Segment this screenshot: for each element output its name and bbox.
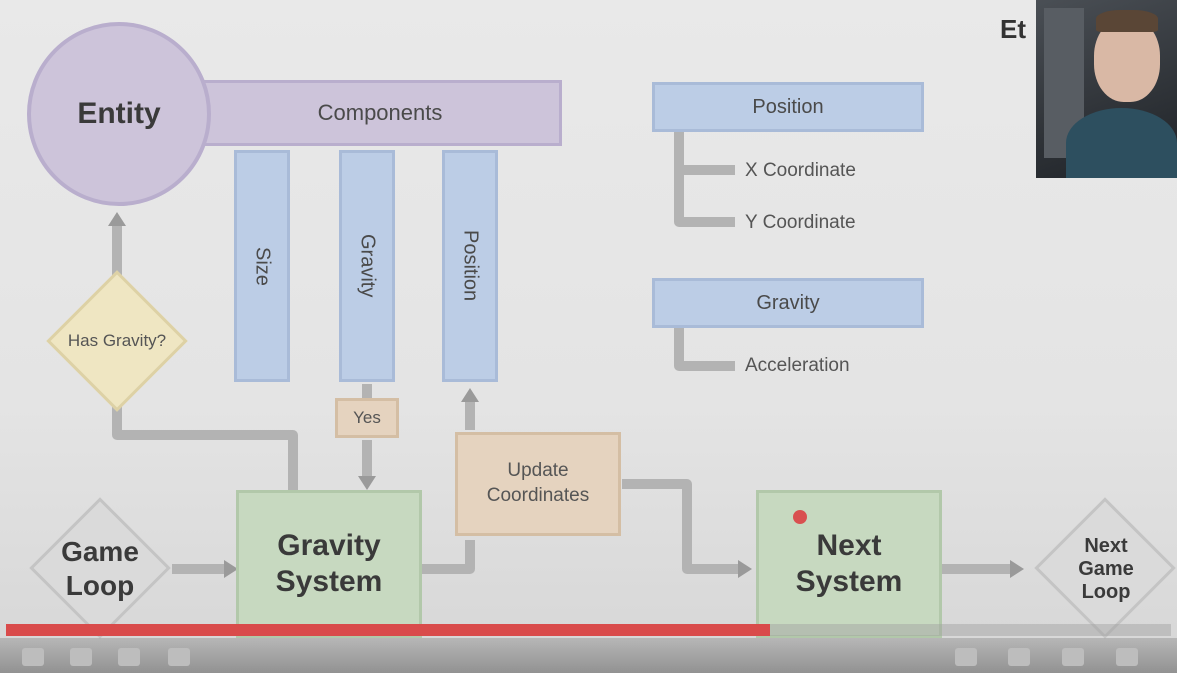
next-game-loop-label: Next Game Loop [1078, 534, 1134, 603]
next-system-label: Next System [795, 529, 903, 598]
gravity-system-label: Gravity System [275, 529, 383, 598]
gravity-tree-line [674, 326, 735, 371]
entity-label: Entity [77, 97, 161, 130]
webcam-presenter-face [1094, 18, 1160, 102]
volume-button[interactable] [168, 648, 190, 666]
game-loop-label: Game Loop [61, 536, 139, 601]
arrowhead-to-position-bar [461, 388, 479, 402]
subtitles-button[interactable] [955, 648, 977, 666]
yes-box: Yes [335, 398, 399, 438]
arrowhead-to-entity [108, 212, 126, 226]
arrowhead-into-next-loop [1010, 560, 1024, 578]
corner-text: Et [1000, 14, 1026, 44]
update-to-next-system-connector [622, 479, 738, 574]
gravity-definition-box: Gravity [652, 278, 924, 328]
next-system-box: Next System [756, 490, 942, 638]
arrowhead-into-gravity-system [224, 560, 238, 578]
video-progress-track[interactable] [6, 624, 1171, 636]
size-component-label: Size [251, 246, 274, 286]
gravity-system-to-update-connector [420, 540, 475, 574]
x-coordinate-field: X Coordinate [745, 160, 856, 181]
has-gravity-label: Has Gravity? [67, 331, 167, 350]
gravity-component-label: Gravity [356, 234, 379, 298]
yes-label: Yes [353, 408, 381, 427]
webcam-presenter-hair [1096, 10, 1158, 32]
webcam-overlay [1036, 0, 1177, 178]
entity-node: Entity [27, 22, 211, 206]
gravity-system-box: Gravity System [236, 490, 422, 638]
components-label: Components [317, 100, 443, 125]
fullscreen-button[interactable] [1116, 648, 1138, 666]
arrowhead-to-gravity-system [358, 476, 376, 490]
position-definition-box: Position [652, 82, 924, 132]
y-coordinate-field: Y Coordinate [745, 212, 856, 233]
position-definition-label: Position [752, 95, 824, 118]
settings-button[interactable] [1008, 648, 1030, 666]
video-progress-fill [6, 624, 771, 636]
update-coordinates-label: Update Coordinates [486, 460, 590, 506]
arrowhead-into-next-system [738, 560, 752, 578]
position-tree-line [674, 130, 735, 227]
video-controls-bar [0, 638, 1177, 673]
webcam-presenter-shirt [1066, 108, 1177, 178]
next-button[interactable] [118, 648, 140, 666]
position-component-bar: Position [442, 150, 498, 382]
gravity-component-bar: Gravity [339, 150, 395, 382]
position-component-label: Position [459, 230, 482, 302]
update-coordinates-box: Update Coordinates [455, 432, 621, 536]
decision-to-gravity-system-connector [112, 402, 298, 492]
previous-button[interactable] [22, 648, 44, 666]
acceleration-field: Acceleration [745, 355, 850, 376]
size-component-bar: Size [234, 150, 290, 382]
play-button[interactable] [70, 648, 92, 666]
theater-mode-button[interactable] [1062, 648, 1084, 666]
components-bar: Components [198, 80, 562, 146]
laser-pointer-dot [793, 510, 807, 524]
gravity-definition-label: Gravity [756, 291, 820, 314]
